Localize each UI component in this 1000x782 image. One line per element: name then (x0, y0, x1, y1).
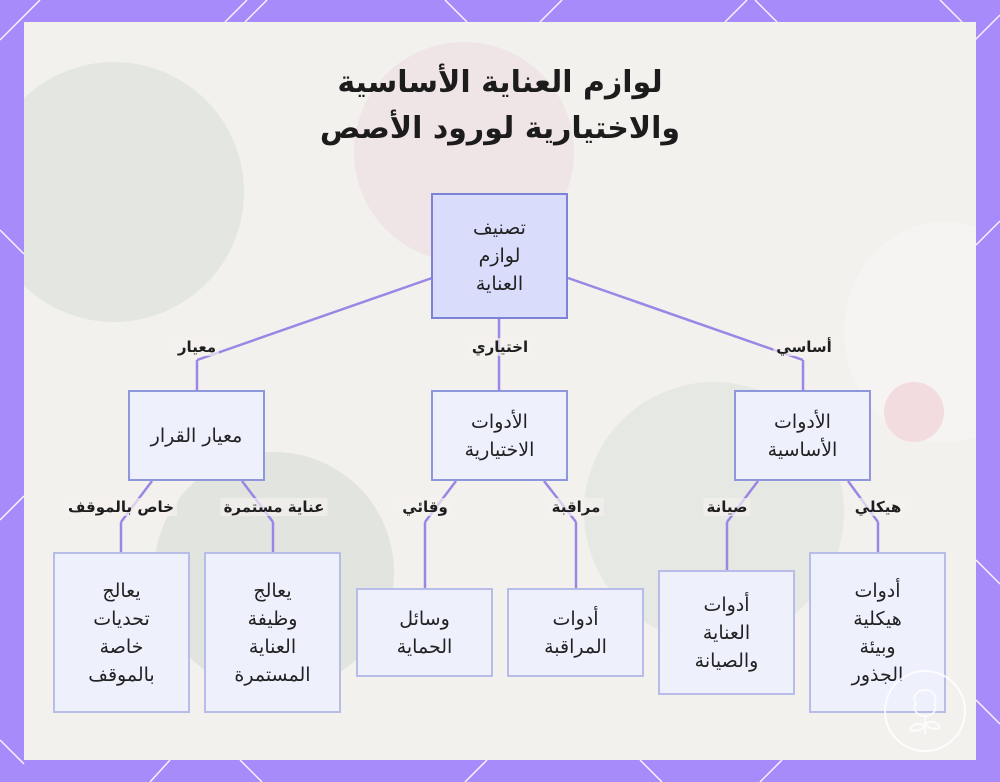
edge-label-monitoring: مراقبة (548, 498, 604, 516)
diagram-title: لوازم العناية الأساسية والاختيارية لورود… (0, 60, 1000, 152)
bg-blob (24, 62, 244, 322)
node-ongoing-care: يعالج وظيفة العناية المستمرة (204, 552, 341, 713)
node-care-maintenance-tools-text: أدوات العناية والصيانة (694, 593, 759, 672)
node-ongoing-care-text: يعالج وظيفة العناية المستمرة (234, 579, 311, 686)
edge-label-continuous-care: عناية مستمرة (220, 498, 328, 516)
edge-label-structural: هيكلي (851, 498, 905, 516)
node-optional-tools: الأدوات الاختيارية (431, 390, 568, 481)
edge-label-preventive: وقائي (399, 498, 451, 516)
node-protection-means-text: وسائل الحماية (396, 607, 453, 658)
node-situational: يعالج تحديات خاصة بالموقف (53, 552, 190, 713)
node-decision-criterion: معيار القرار (128, 390, 265, 481)
node-root-classification: تصنيف لوازم العناية (431, 193, 568, 319)
node-decision-criterion-text: معيار القرار (150, 424, 243, 447)
node-optional-tools-text: الأدوات الاختيارية (464, 410, 535, 461)
edge-label-situation-specific: خاص بالموقف (65, 498, 177, 516)
node-essential-tools-text: الأدوات الأساسية (767, 410, 838, 461)
title-line-1: لوازم العناية الأساسية (337, 65, 663, 100)
node-care-maintenance-tools: أدوات العناية والصيانة (658, 570, 795, 695)
node-structural-root-tools-text: أدوات هيكلية وبيئة الجذور (851, 579, 904, 686)
bg-blob (884, 382, 944, 442)
node-essential-tools: الأدوات الأساسية (734, 390, 871, 481)
node-situational-text: يعالج تحديات خاصة بالموقف (88, 579, 155, 686)
edge-label-maintenance: صيانة (703, 498, 751, 516)
node-protection-means: وسائل الحماية (356, 588, 493, 677)
node-monitoring-tools-text: أدوات المراقبة (544, 607, 607, 658)
edge-label-optional: اختياري (468, 338, 532, 356)
node-structural-root-tools: أدوات هيكلية وبيئة الجذور (809, 552, 946, 713)
node-root-text: تصنيف لوازم العناية (473, 217, 526, 295)
edge-label-essential: أساسي (773, 338, 835, 356)
node-monitoring-tools: أدوات المراقبة (507, 588, 644, 677)
edge-label-criterion: معيار (174, 338, 220, 356)
title-line-2: والاختيارية لورود الأصص (319, 111, 681, 146)
rose-logo-watermark (884, 670, 966, 752)
